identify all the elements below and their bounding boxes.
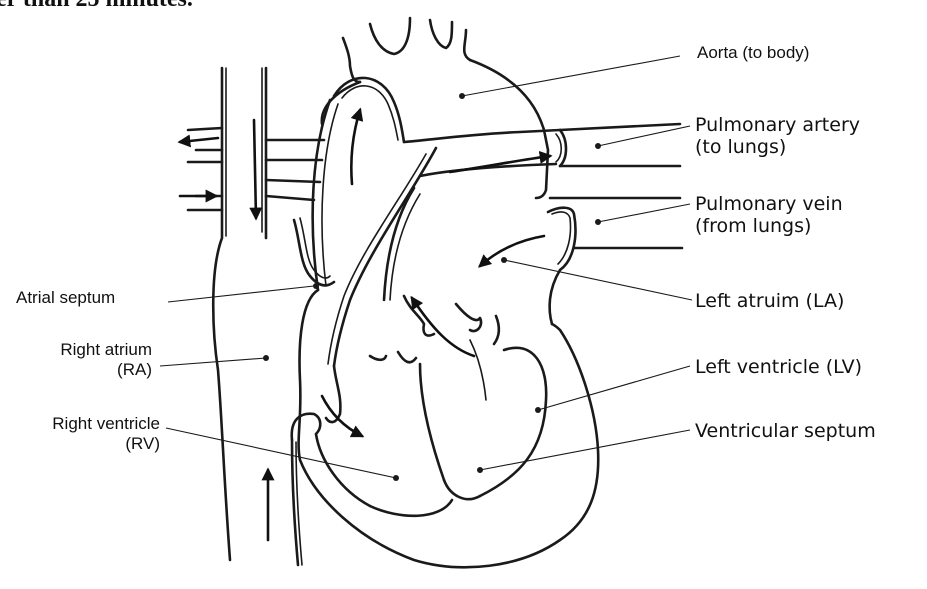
label-pulmonary-vein-line1: Pulmonary vein — [695, 193, 843, 215]
aortic-branches — [343, 18, 470, 82]
label-pulmonary-artery: Pulmonary artery (to lungs) — [695, 114, 860, 159]
vena-cava — [213, 68, 302, 565]
label-pulmonary-artery-line2: (to lungs) — [695, 136, 860, 158]
label-aorta: Aorta (to body) — [697, 43, 809, 63]
label-right-ventricle-line1: Right ventricle — [6, 414, 160, 434]
label-right-ventricle: Right ventricle (RV) — [6, 414, 160, 454]
label-pulmonary-artery-line1: Pulmonary artery — [695, 114, 860, 136]
pulmonary-artery — [313, 78, 680, 290]
label-left-atrium: Left atruim (LA) — [695, 290, 844, 312]
flow-arrows — [180, 110, 550, 540]
label-pulmonary-vein-line2: (from lungs) — [695, 215, 843, 237]
pulmonary-vein — [548, 198, 682, 324]
label-ventricular-septum: Ventricular septum — [695, 420, 876, 442]
label-pulmonary-vein: Pulmonary vein (from lungs) — [695, 193, 843, 238]
label-atrial-septum: Atrial septum — [16, 288, 115, 308]
heart-outer-wall — [299, 290, 599, 567]
label-right-ventricle-line2: (RV) — [6, 434, 160, 454]
label-right-atrium: Right atrium (RA) — [20, 340, 152, 380]
label-right-atrium-line2: (RA) — [20, 360, 152, 380]
label-right-atrium-line1: Right atrium — [20, 340, 152, 360]
ascending-aorta — [328, 148, 436, 366]
label-left-ventricle: Left ventricle (LV) — [695, 356, 862, 378]
